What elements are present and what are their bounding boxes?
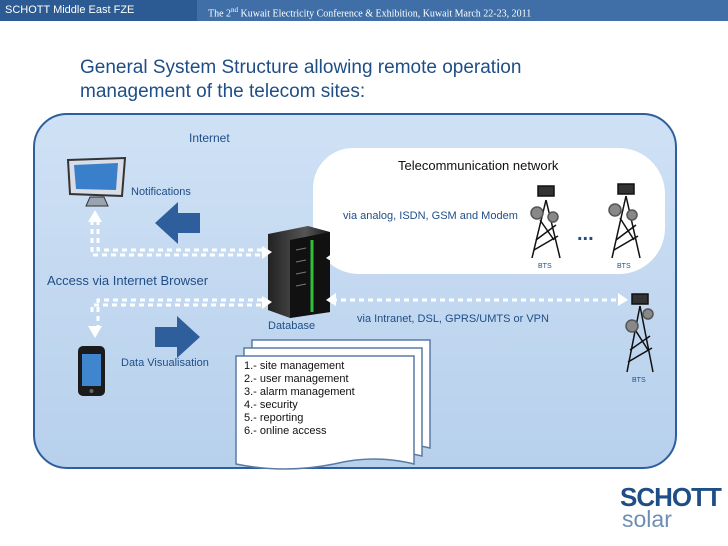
features-list: 1.- site management 2.- user management … — [244, 360, 355, 438]
internet-label: Internet — [189, 131, 230, 145]
company-name: SCHOTT Middle East FZE — [0, 0, 197, 21]
header-bar: SCHOTT Middle East FZE The 2nd Kuwait El… — [0, 0, 728, 21]
feature-item: 4.- security — [244, 399, 298, 411]
data-visualisation-label: Data Visualisation — [121, 357, 209, 369]
telecom-network-label: Telecommunication network — [398, 158, 559, 173]
feature-item: 1.- site management — [244, 360, 345, 372]
slide-title: General System Structure allowing remote… — [80, 57, 522, 102]
schott-logo: SCHOTT — [620, 482, 722, 512]
bts-label-2: BTS — [617, 263, 631, 270]
data-visualisation-arrow-icon — [155, 316, 200, 358]
notifications-arrow-icon — [155, 202, 200, 244]
database-server-icon — [268, 226, 330, 318]
feature-item: 3.- alarm management — [244, 386, 355, 398]
via-analog-label: via analog, ISDN, GSM and Modem — [343, 210, 518, 222]
feature-item: 2.- user management — [244, 373, 349, 385]
solar-logo: solar — [622, 506, 672, 532]
bts-label-3: BTS — [632, 377, 646, 384]
documents-stack-icon — [235, 339, 431, 470]
bts-label-1: BTS — [538, 263, 552, 270]
via-intranet-label: via Intranet, DSL, GPRS/UMTS or VPN — [357, 313, 549, 325]
notifications-label: Notifications — [131, 186, 191, 198]
mobile-phone-icon — [78, 346, 105, 396]
access-label: Access via Internet Browser — [47, 273, 209, 288]
feature-item: 6.- online access — [244, 425, 327, 437]
feature-item: 5.- reporting — [244, 412, 304, 424]
monitor-icon — [66, 156, 127, 207]
ellipsis-label: ... — [577, 223, 594, 245]
telecom-cloud — [313, 148, 665, 274]
connector-lines — [90, 220, 625, 330]
database-label: Database — [268, 320, 316, 332]
event-name: The 2nd Kuwait Electricity Conference & … — [208, 6, 532, 20]
connector-arrowheads — [88, 210, 628, 338]
bts-tower-icon-1 — [530, 185, 561, 259]
bts-tower-icon-2 — [608, 183, 641, 259]
bts-tower-icon-3 — [625, 293, 654, 373]
